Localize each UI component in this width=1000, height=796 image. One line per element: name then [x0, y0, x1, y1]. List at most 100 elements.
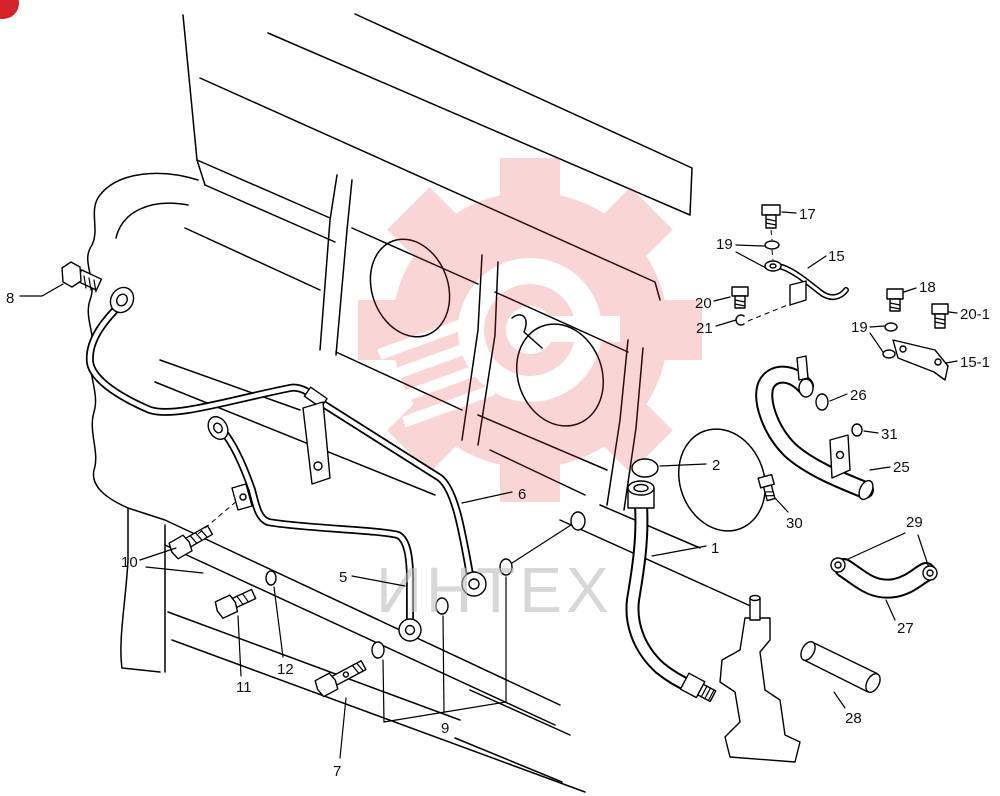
callout-label: 5 — [339, 569, 347, 586]
bolt-part-20 — [731, 286, 749, 309]
callout-label: 7 — [333, 763, 341, 780]
callout-label: 18 — [919, 279, 936, 296]
assembly-line — [770, 229, 774, 261]
banjo-bolt-part-7 — [314, 660, 367, 698]
callouts: 8 10 11 12 7 9 5 6 — [6, 206, 990, 780]
leader-line — [659, 463, 707, 467]
callout-29: 29 — [845, 514, 929, 566]
callout-label: 19 — [851, 319, 868, 336]
callout-label: 25 — [893, 459, 910, 476]
callout-label: 8 — [6, 290, 14, 307]
leader-line — [237, 615, 242, 677]
callout-label: 12 — [277, 661, 294, 678]
callout-20: 20 — [695, 295, 731, 312]
callout-label: 10 — [121, 554, 138, 571]
leader-line — [945, 360, 958, 364]
callout-label: 26 — [850, 387, 867, 404]
bolt-part-30 — [757, 473, 776, 502]
leader-line — [774, 497, 789, 513]
washer-part-19 — [764, 240, 780, 250]
callout-label: 9 — [441, 720, 449, 737]
callout-10: 10 — [121, 547, 204, 574]
callout-7: 7 — [333, 697, 347, 780]
washers-part-19 — [882, 322, 898, 359]
callout-1: 1 — [651, 540, 719, 557]
callout-19-right: 19 — [851, 319, 885, 353]
leader-line — [19, 283, 64, 297]
callout-label: 31 — [881, 426, 898, 443]
callout-28: 28 — [833, 691, 862, 727]
bolt-part-11 — [214, 588, 257, 619]
leader-line — [833, 691, 846, 709]
corner-badge — [0, 0, 19, 19]
callout-27: 27 — [885, 599, 914, 637]
engine-block — [87, 13, 767, 793]
leader-line — [829, 393, 848, 402]
pipe-part-5 — [207, 415, 422, 642]
leader-line — [869, 466, 891, 471]
callout-label: 21 — [696, 320, 713, 337]
washers-part-9 — [371, 558, 513, 659]
pipe-part-25 — [755, 355, 874, 501]
leader-line — [863, 430, 879, 434]
leader-line — [713, 296, 731, 302]
callout-30: 30 — [774, 497, 803, 532]
tube-part-28 — [800, 641, 881, 693]
hose-clamps-part-29 — [830, 557, 938, 581]
callout-label: 1 — [711, 540, 719, 557]
assembly-line — [747, 303, 791, 322]
leader-line — [869, 325, 885, 353]
callout-11: 11 — [236, 615, 252, 696]
callout-label: 20-1 — [960, 306, 990, 323]
washer — [570, 511, 586, 531]
callout-label: 27 — [897, 620, 914, 637]
callout-26: 26 — [829, 387, 867, 404]
leader-line — [339, 697, 347, 759]
leader-line — [382, 576, 507, 723]
gasket-part-2 — [631, 458, 659, 478]
callout-12: 12 — [273, 586, 294, 678]
cylinder-bore-1 — [369, 238, 451, 338]
callout-20-1: 20-1 — [948, 306, 990, 323]
callout-label: 11 — [236, 679, 252, 696]
callout-label: 6 — [518, 486, 526, 503]
hose-part-27 — [834, 558, 936, 599]
banjo-bolt-part-8 — [61, 261, 103, 293]
pump-body-outline — [719, 594, 801, 763]
leader-line — [845, 532, 929, 566]
leader-line — [715, 319, 737, 327]
leader-line — [273, 586, 284, 658]
cylinder-bore-3 — [677, 428, 767, 532]
callout-2: 2 — [659, 457, 720, 474]
washer-part-31 — [851, 423, 863, 437]
cylinder-bore-2 — [515, 323, 605, 427]
callout-label: 28 — [845, 710, 862, 727]
callout-label: 29 — [906, 514, 923, 531]
callout-19: 19 — [716, 236, 767, 269]
leader-line — [461, 491, 513, 504]
bolt-part-18 — [886, 288, 904, 312]
leader-line — [651, 545, 707, 557]
leader-line — [807, 255, 827, 269]
bolt-part-17 — [761, 204, 781, 229]
washer-part-26 — [815, 393, 829, 411]
callout-label: 15-1 — [960, 354, 990, 371]
callout-21: 21 — [696, 319, 737, 337]
pipe-bracket — [302, 401, 331, 485]
callout-31: 31 — [863, 426, 898, 443]
callout-5: 5 — [339, 569, 406, 587]
leader-line — [948, 311, 958, 314]
washer-part-12 — [265, 570, 277, 586]
watermark-text: ИНТЕХ — [376, 554, 613, 626]
callout-15: 15 — [807, 248, 845, 269]
leader-line — [885, 599, 896, 621]
leader-line — [139, 547, 204, 574]
leader-line — [351, 575, 406, 587]
pipe-part-1 — [625, 480, 717, 703]
bolt-part-20-1 — [931, 303, 949, 329]
leader-line — [781, 211, 797, 214]
leader-line — [735, 244, 767, 269]
callout-17: 17 — [781, 206, 816, 223]
callout-label: 17 — [799, 206, 816, 223]
